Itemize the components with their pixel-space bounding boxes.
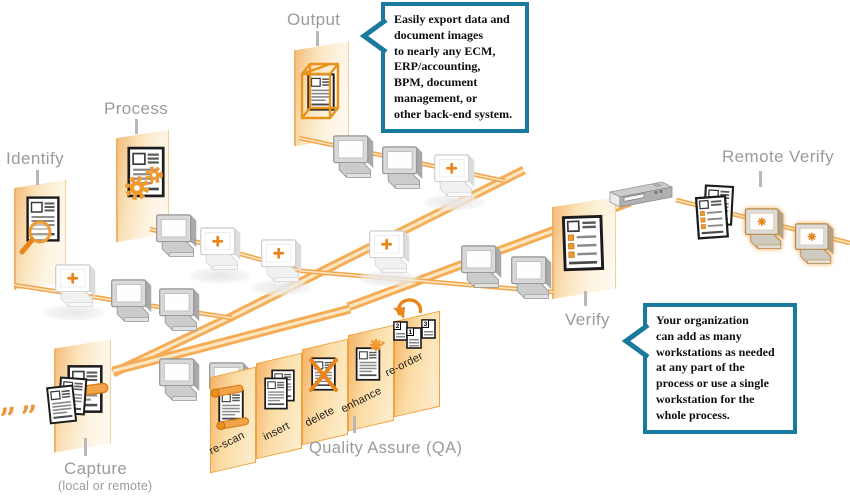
verify-pointer (584, 291, 587, 306)
delete-x-icon (309, 357, 338, 392)
active-workstation-icon (197, 225, 243, 275)
output-label: Output (287, 10, 341, 29)
verify-document-icon (561, 214, 605, 272)
verify-label: Verify (565, 310, 610, 329)
paper-stack-icon (46, 376, 88, 425)
capture-sublabel: (local or remote) (58, 479, 153, 493)
reorder-number: 1 (409, 329, 413, 336)
export-box-icon (300, 62, 340, 120)
reorder-icon: 2 1 3 (393, 319, 436, 349)
workstations-callout-text: Your organization can add as many workst… (656, 313, 775, 422)
reorder-arrow-icon (393, 298, 423, 319)
network-switch-icon (608, 181, 674, 208)
magnifier-icon (19, 196, 60, 255)
callout-tail-icon (359, 17, 388, 55)
workstation-icon (156, 286, 202, 336)
export-callout: Easily export data and document images t… (359, 2, 529, 133)
insert-icon (264, 369, 295, 410)
workstation-halo (43, 304, 107, 321)
remote-workstation-icon (792, 221, 836, 269)
rescan-icon (210, 384, 250, 431)
process-label: Process (104, 99, 169, 118)
workstation-icon (508, 254, 554, 304)
identify-pointer (36, 170, 39, 185)
output-pointer (316, 31, 319, 46)
reorder-number: 3 (424, 321, 428, 328)
active-workstation-icon (366, 228, 412, 278)
quote-marks-icon: ”” (0, 399, 41, 438)
active-workstation-icon (431, 152, 477, 202)
callout-tail-icon (621, 322, 650, 360)
workstation-icon (156, 356, 202, 406)
workstation-halo (422, 194, 486, 211)
enhance-sparkle-icon (355, 338, 385, 381)
export-callout-text: Easily export data and document images t… (394, 12, 513, 121)
workstation-halo (188, 267, 252, 284)
capture-pointer (84, 438, 87, 456)
workstation-icon (330, 133, 376, 183)
gears-icon (125, 146, 165, 200)
workstation-icon (153, 212, 199, 262)
remote-document-icon (694, 184, 735, 240)
workstation-halo (357, 270, 421, 287)
qa-pointer (353, 416, 356, 433)
active-workstation-icon (52, 262, 98, 312)
workstation-halo (249, 279, 313, 296)
capture-label: Capture (64, 459, 128, 478)
active-workstation-icon (258, 237, 304, 287)
workstations-callout: Your organization can add as many workst… (621, 303, 797, 434)
workstation-icon (458, 243, 504, 293)
qa-label: Quality Assure (QA) (309, 439, 463, 457)
remote-verify-pointer (759, 171, 762, 187)
identify-label: Identify (6, 149, 65, 168)
remote-workstation-icon (742, 206, 786, 254)
remote-verify-label: Remote Verify (722, 147, 834, 166)
workstation-icon (379, 144, 425, 194)
process-pointer (135, 119, 138, 134)
reorder-number: 2 (396, 323, 400, 330)
workstation-icon (108, 277, 154, 327)
